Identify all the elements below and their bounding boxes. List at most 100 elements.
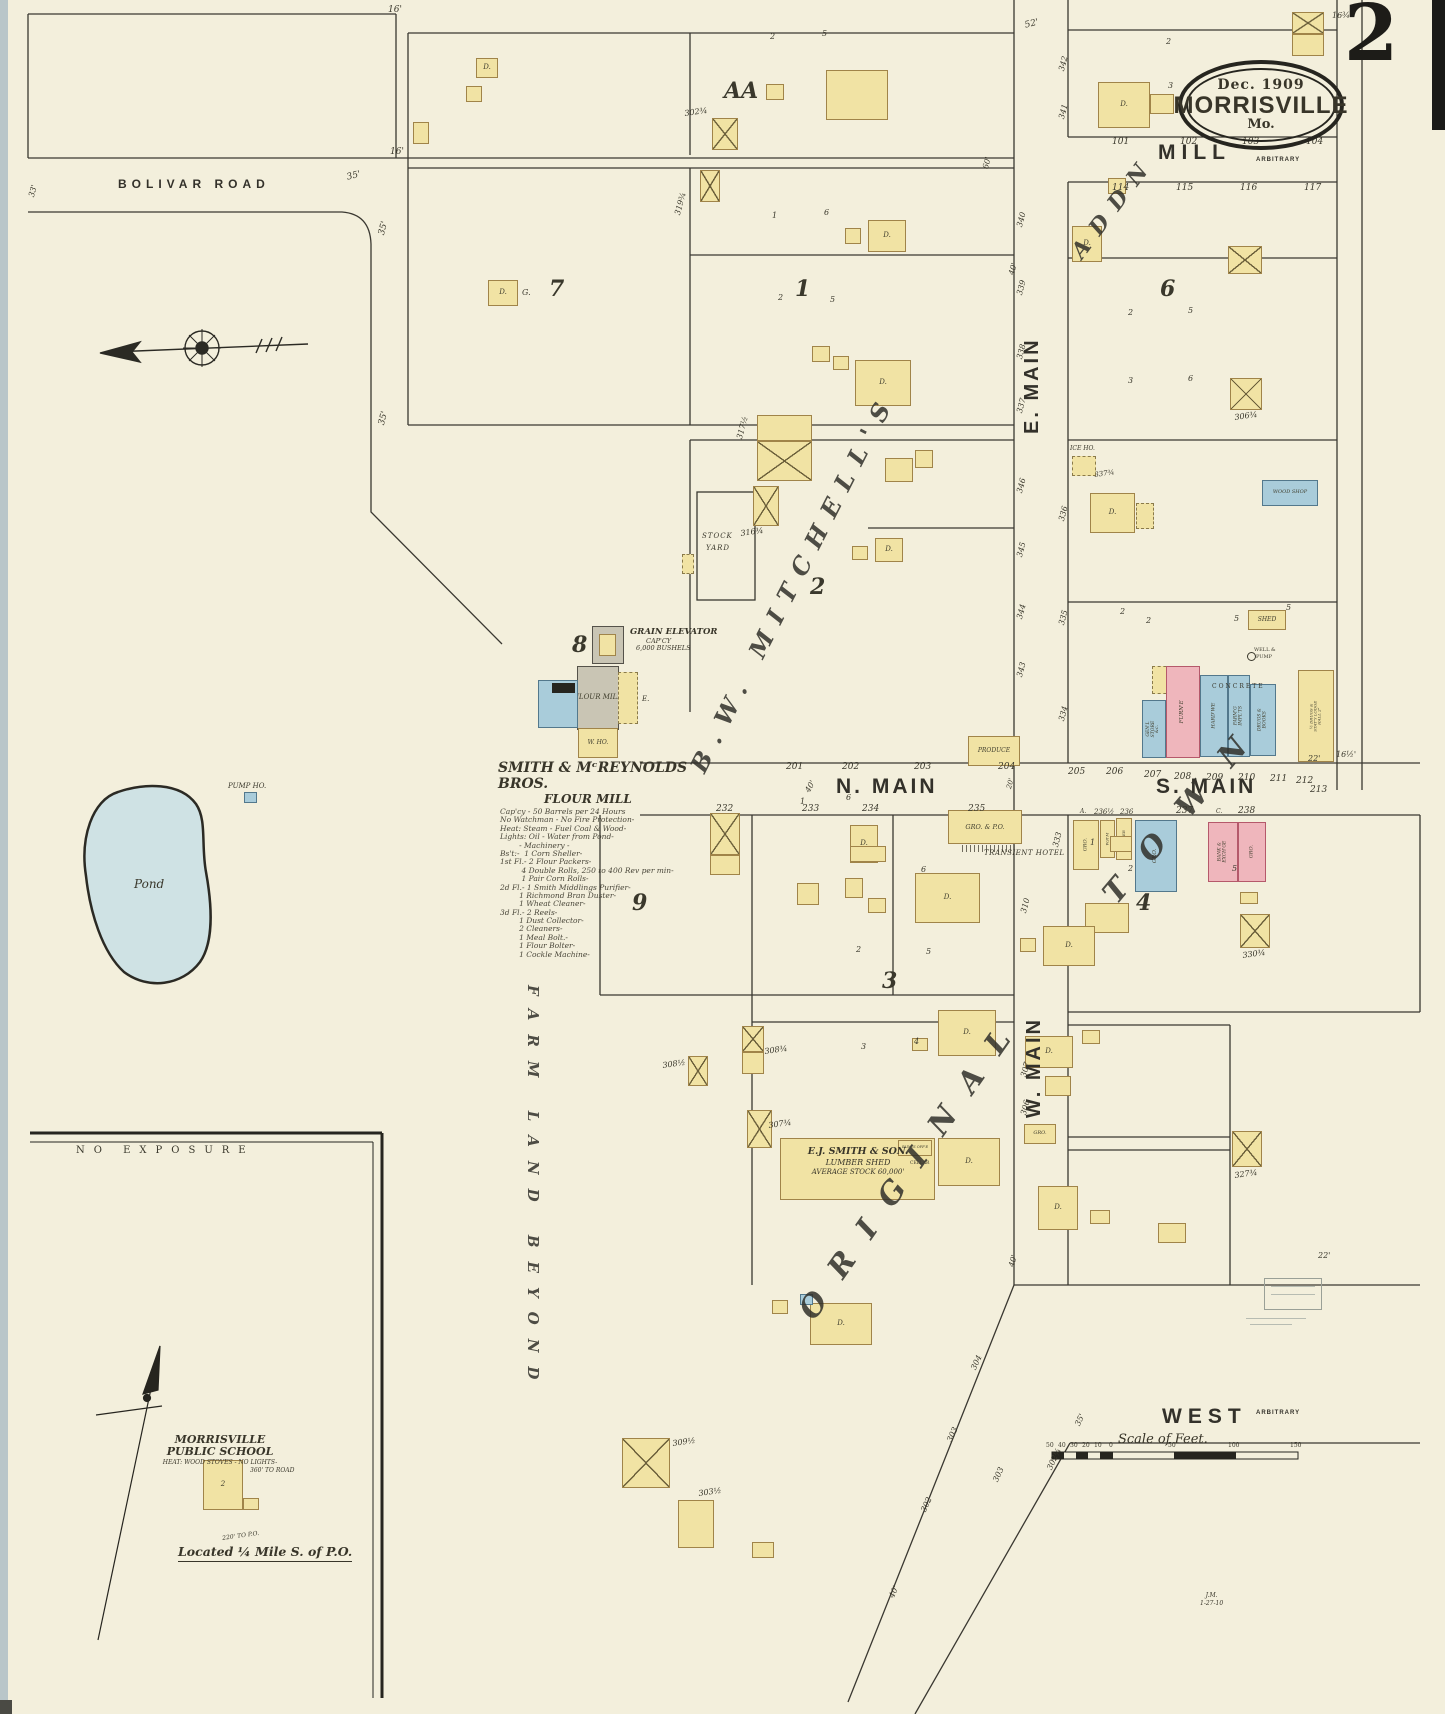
- map-label: ICE HO.: [1070, 445, 1095, 452]
- building: D.: [915, 873, 980, 923]
- map-label: 7: [549, 276, 565, 302]
- map-label: 3: [882, 968, 898, 994]
- block-outline: [27, 13, 397, 158]
- building: [742, 1026, 764, 1052]
- building: PAINTS OFF'E: [898, 1140, 932, 1156]
- map-label: 213: [1310, 785, 1328, 795]
- ns-street-lines: [1013, 0, 1069, 1285]
- map-label: 116: [1240, 183, 1258, 193]
- sheet-date: Dec. 1909: [1217, 77, 1305, 94]
- building: [710, 855, 740, 875]
- building-label: GEN'L STORE &c.: [1145, 720, 1161, 738]
- building: D.: [1043, 926, 1095, 966]
- building: GRO.: [1024, 1124, 1056, 1144]
- building: [1072, 456, 1096, 476]
- building-label: D.: [1065, 941, 1073, 950]
- building: [1136, 503, 1154, 529]
- building-label: FURN'E: [1179, 700, 1186, 724]
- map-label: 2: [770, 32, 776, 41]
- map-label: Pond: [134, 877, 165, 891]
- map-label: CONCRETE: [1212, 683, 1265, 690]
- building-label: D.: [1083, 239, 1091, 248]
- sheet-number: 2: [1344, 0, 1399, 79]
- street-label: S. MAIN: [1156, 775, 1257, 798]
- building: [466, 86, 482, 102]
- map-label: 16½': [1336, 750, 1357, 759]
- building: [868, 898, 886, 913]
- stamp-scribble: [1250, 1324, 1292, 1325]
- map-label: 102: [1180, 137, 1198, 147]
- building-label: 2: [220, 1480, 226, 1489]
- grain-elevator-label: GRAIN ELEVATOR CAP'CY 6,000 BUSHELS: [630, 627, 718, 653]
- map-label: PUMP: [1256, 654, 1272, 660]
- building-label: BANK & EXCH'GE: [1217, 841, 1227, 863]
- scan-edge-left: [0, 0, 8, 1714]
- grain-elevator-name: GRAIN ELEVATOR: [630, 627, 718, 637]
- map-label: CELLAR: [910, 1161, 930, 1166]
- building-label: D.: [879, 378, 887, 387]
- building-label: D.: [1120, 100, 1128, 109]
- map-label: 22': [1308, 754, 1321, 763]
- title-oval-inner: Dec. 1909 MORRISVILLE Mo.: [1174, 68, 1348, 142]
- scale-tick-label: 0: [1109, 1442, 1113, 1449]
- building: [1292, 34, 1324, 56]
- map-label: 202: [842, 762, 860, 772]
- scan-edge-bottom: [0, 1700, 12, 1714]
- map-label: 2: [1166, 37, 1172, 46]
- stock-yard-outline: [696, 491, 756, 601]
- building-label: D.: [885, 545, 893, 554]
- building: [757, 441, 812, 481]
- building: D.: [868, 220, 906, 252]
- map-label: 5: [1286, 603, 1292, 612]
- building: [747, 1110, 772, 1148]
- building: [1230, 378, 1262, 410]
- building: [1150, 94, 1174, 114]
- building: [552, 683, 575, 693]
- building: [800, 1294, 813, 1305]
- building: [688, 1056, 708, 1086]
- building: GRO.: [1073, 820, 1099, 870]
- building: [678, 1500, 714, 1548]
- building-label: D.: [499, 288, 507, 297]
- building-label: PRODUCE: [977, 746, 1011, 754]
- map-label: 1: [1090, 838, 1096, 847]
- map-label: 101: [1112, 137, 1130, 147]
- mitchell-block-lines: [689, 439, 1014, 712]
- building: FURN'E: [1166, 666, 1200, 758]
- building: D.: [1038, 1186, 1078, 1230]
- map-label: 5: [822, 29, 828, 38]
- building-label: HARD'WE: [1210, 703, 1217, 729]
- building: [766, 84, 784, 100]
- building: PRODUCE: [968, 736, 1020, 766]
- scale-tick-label: 100: [1228, 1442, 1240, 1449]
- building: [962, 845, 1018, 852]
- map-label: 8: [572, 632, 588, 658]
- scale-bar: [1051, 1451, 1299, 1460]
- building: [710, 813, 740, 855]
- lumber-stock: AVERAGE STOCK 60,000': [811, 1167, 905, 1176]
- scale-tick-label: 50: [1046, 1442, 1054, 1449]
- building: [599, 634, 616, 656]
- building: [1110, 836, 1132, 852]
- building: [850, 846, 886, 862]
- map-label: 238: [1238, 806, 1256, 816]
- building: [244, 792, 257, 803]
- bolivar-road-lines: [28, 157, 1014, 645]
- building: FLOUR MILL: [574, 666, 622, 730]
- building: [742, 1052, 764, 1074]
- street-label: ARBITRARY: [1256, 1410, 1301, 1416]
- building: [622, 1438, 670, 1488]
- building: [826, 70, 888, 120]
- map-label: 5: [1188, 306, 1194, 315]
- map-label: 115: [1176, 183, 1194, 193]
- building: D.: [476, 58, 498, 78]
- building: [243, 1498, 259, 1510]
- building: [1240, 892, 1258, 904]
- map-label: 16¾: [1332, 11, 1350, 20]
- map-label: 1: [772, 211, 778, 220]
- building-label: SHED: [1257, 615, 1277, 623]
- map-label: 3: [1128, 376, 1134, 385]
- scale-tick-label: 50: [1168, 1442, 1176, 1449]
- city-name: MORRISVILLE: [1173, 91, 1349, 119]
- building: SHED: [1248, 610, 1286, 630]
